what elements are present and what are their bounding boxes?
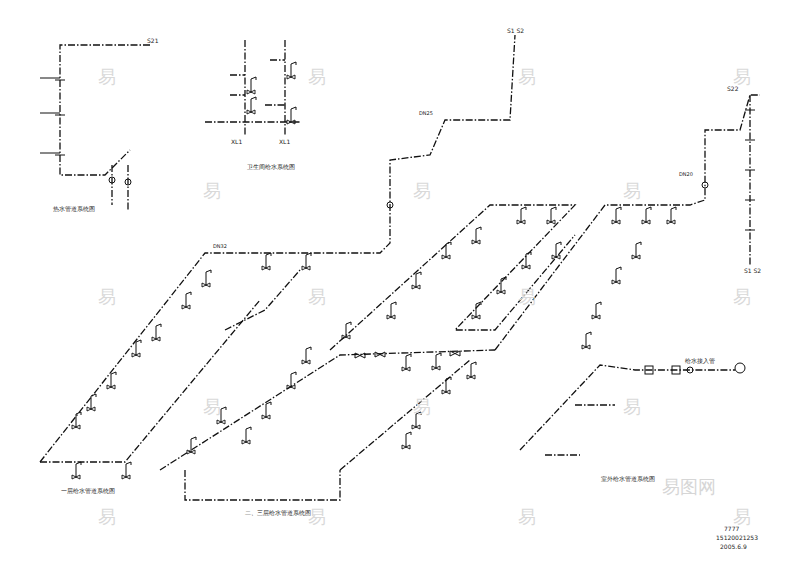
pipe-tag: S22 [726, 86, 739, 92]
pipe-tag: S21 [146, 38, 159, 44]
pipe-diameter: DN25 [418, 111, 434, 116]
watermark: 易 [733, 508, 751, 526]
pipe-note: 给水接入管 [684, 358, 716, 364]
watermark: 易 [733, 288, 751, 306]
sheet-number: 7777 [724, 526, 739, 532]
watermark: 易 [413, 182, 431, 200]
watermark: 易 [203, 398, 221, 416]
drawing-caption: 卫生间给水系统图 [246, 164, 296, 170]
watermark: 易 [733, 68, 751, 86]
drawing-caption: 一层给水管道系统图 [60, 488, 116, 494]
watermark: 易 [518, 288, 536, 306]
watermark: 易 [98, 288, 116, 306]
watermark: 易 [98, 68, 116, 86]
drawing-caption: 热水管道系统图 [52, 206, 96, 212]
watermark: 易 [413, 398, 431, 416]
watermark: 易 [308, 288, 326, 306]
watermark: 易 [308, 68, 326, 86]
watermark: 易 [623, 398, 641, 416]
pipe-tag: S1 S2 [506, 28, 525, 34]
sheet-number: 15120021253 [716, 535, 758, 541]
pipe-tag: XL1 [278, 139, 291, 145]
watermark: 易图网 [662, 478, 716, 496]
watermark: 易 [518, 508, 536, 526]
watermark: 易 [203, 182, 221, 200]
pipe-tag: S1 S2 [743, 268, 762, 274]
watermark: 易 [623, 182, 641, 200]
drawing-caption: 室外给水管道系统图 [600, 476, 656, 482]
pipe-diameter: DN32 [212, 244, 228, 249]
sheet-date: 2005.6.9 [720, 544, 747, 550]
pipe-diameter: DN20 [678, 172, 694, 177]
watermark: 易 [308, 508, 326, 526]
pipe-tag: XL1 [230, 139, 243, 145]
watermark: 易 [518, 68, 536, 86]
drawing-caption: 二、三层给水管道系统图 [244, 510, 312, 516]
watermark: 易 [98, 508, 116, 526]
